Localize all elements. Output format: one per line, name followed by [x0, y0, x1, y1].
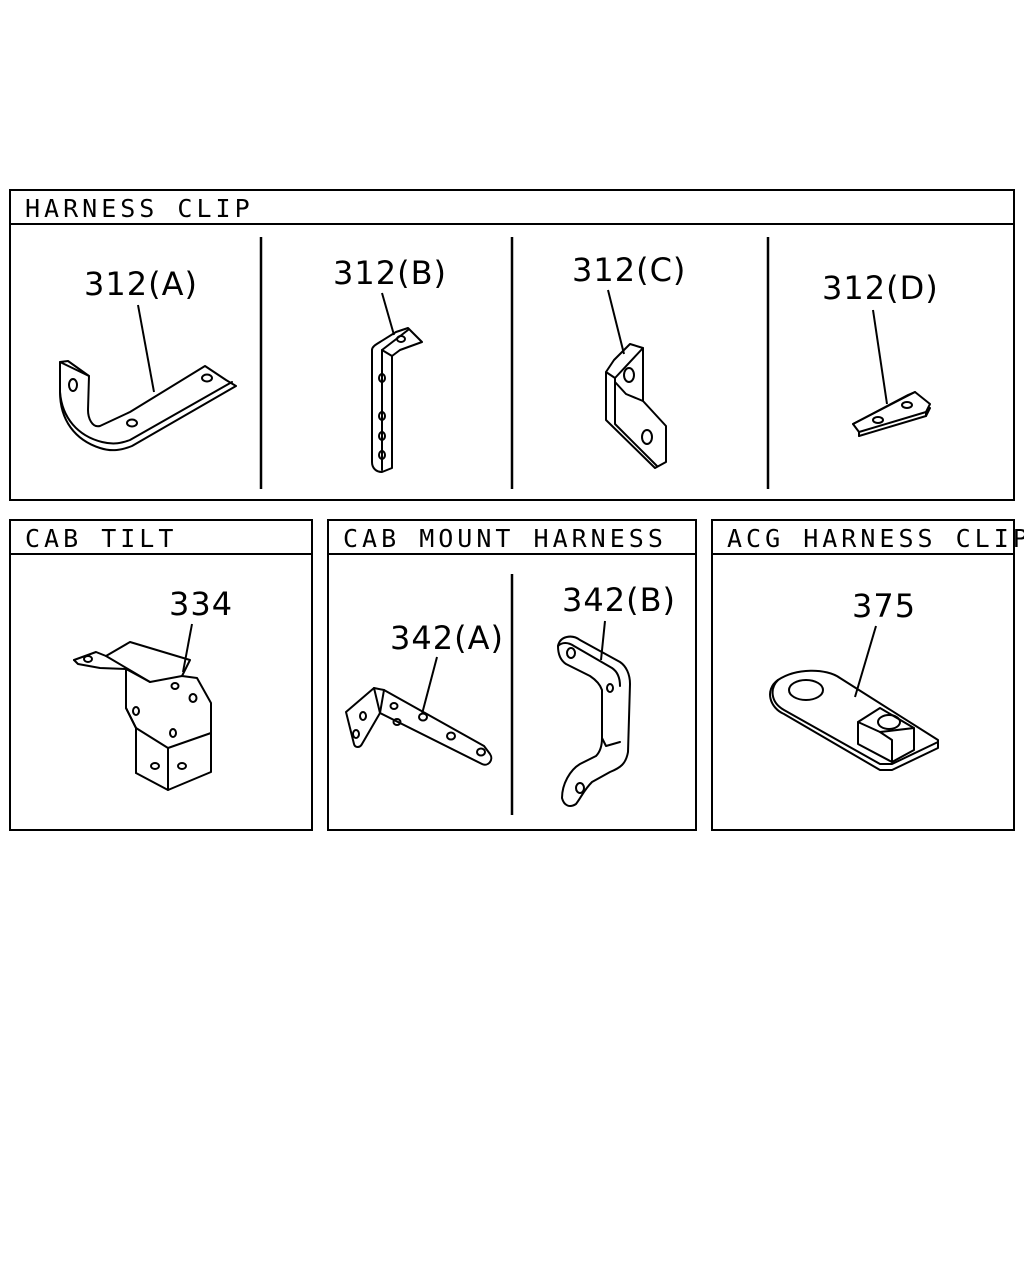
panel-title-acg-harness-clip: ACG HARNESS CLIP: [727, 524, 1024, 553]
panel-acg-harness-clip: ACG HARNESS CLIP: [711, 519, 1024, 831]
panel-cab-mount-harness: CAB MOUNT HARNESS: [327, 519, 697, 831]
panel-title-cab-tilt: CAB TILT: [25, 524, 178, 553]
panel-harness-clip: HARNESS CLIP: [9, 189, 1015, 501]
panel-header: CAB MOUNT HARNESS: [329, 521, 695, 555]
panel-title-cab-mount-harness: CAB MOUNT HARNESS: [343, 524, 667, 553]
panel-title-harness-clip: HARNESS CLIP: [25, 194, 254, 223]
panel-header: CAB TILT: [11, 521, 311, 555]
panel-header: ACG HARNESS CLIP: [713, 521, 1024, 555]
panel-header: HARNESS CLIP: [11, 191, 1013, 225]
panel-cab-tilt: CAB TILT: [9, 519, 313, 831]
